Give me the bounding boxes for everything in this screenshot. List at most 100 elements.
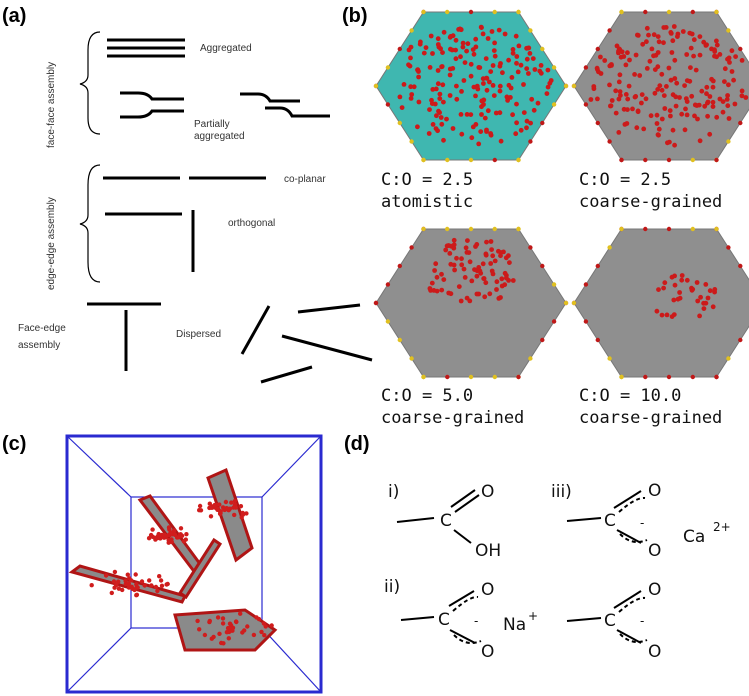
face-face-brace	[79, 31, 101, 135]
edge-group	[468, 226, 474, 232]
oxygen-atom	[613, 110, 619, 116]
oxygen-atom	[429, 280, 435, 286]
oxygen-atom	[232, 498, 238, 504]
oxygen-atom	[630, 106, 635, 112]
oxygen-atom	[429, 101, 435, 106]
oxygen-atom	[666, 65, 672, 71]
oxygen-atom	[635, 109, 641, 115]
oxygen-iii-c: O	[648, 580, 661, 600]
oxygen-atom	[430, 87, 436, 92]
edge-group	[409, 28, 414, 33]
oxygen-atom	[491, 93, 497, 98]
oxygen-atom	[644, 66, 650, 71]
edge-group	[619, 157, 624, 163]
oxygen-atom	[230, 626, 235, 632]
oxygen-atom	[481, 102, 486, 107]
oxygen-atom	[238, 611, 243, 616]
oxygen-atom	[178, 526, 184, 531]
flake-hexagon	[375, 228, 567, 378]
oxygen-atom	[176, 535, 181, 540]
oxygen-atom	[454, 255, 459, 261]
oxygen-atom	[464, 112, 470, 117]
edge-group	[690, 9, 695, 15]
oxygen-atom	[485, 108, 491, 114]
edge-group	[607, 245, 612, 250]
oxygen-atom	[263, 624, 268, 629]
oxygen-atom	[479, 98, 485, 104]
oxygen-atom	[608, 62, 614, 68]
oxygen-atom	[103, 573, 109, 578]
oxygen-atom	[441, 137, 446, 143]
oxygen-iii-b: O	[648, 541, 661, 561]
oxygen-atom	[672, 57, 678, 63]
oxygen-atom	[712, 287, 718, 292]
oxygen-atom	[646, 32, 651, 38]
oxygen-atom	[476, 141, 482, 147]
flake-4-model: coarse-grained	[579, 408, 722, 428]
oxygen-atom	[202, 632, 208, 638]
oxygen-atom	[437, 96, 443, 101]
oxygen-atom	[459, 89, 464, 94]
oxygen-atom	[632, 72, 637, 77]
edge-group	[563, 300, 569, 306]
oxygen-atom	[498, 138, 504, 144]
oxygen-atom	[622, 122, 628, 127]
oxygen-atom	[126, 585, 132, 590]
edge-group	[619, 226, 624, 232]
flake-2-model: coarse-grained	[579, 192, 722, 212]
panel-c: (c)	[2, 433, 323, 694]
oxygen-atom	[401, 82, 407, 87]
oxygen-atom	[679, 273, 685, 278]
oxygen-atom	[524, 56, 530, 62]
oxygen-atom	[441, 29, 447, 35]
oxygen-atom	[454, 96, 460, 102]
oxygen-atom	[516, 43, 522, 49]
oxygen-atom	[714, 114, 720, 120]
oxygen-atom	[454, 83, 459, 89]
oxygen-atom	[477, 268, 483, 274]
oxygen-atom	[447, 251, 453, 256]
graphene-sheet	[173, 608, 278, 652]
bond	[453, 529, 472, 544]
oxygen-atom	[468, 112, 474, 117]
edge-group	[373, 83, 379, 89]
oxygen-atom	[437, 91, 443, 97]
oxygen-atom	[150, 527, 155, 532]
oxygen-atom	[515, 69, 521, 75]
oxygen-atom	[725, 93, 730, 98]
oxygen-atom	[670, 38, 676, 44]
oxygen-atom	[635, 32, 640, 38]
oxygen-atom	[474, 83, 480, 89]
graphene-sheet	[177, 537, 223, 600]
oxygen-atom	[689, 93, 695, 99]
oxygen-atom	[518, 62, 524, 68]
oxygen-atom	[451, 237, 457, 243]
oxygen-atom	[672, 273, 677, 279]
panel-d: (d) i) C O OH iii) C O - O Ca 2+ ii) C O…	[344, 433, 731, 662]
oxygen-atom	[702, 103, 708, 109]
edge-group	[595, 263, 600, 269]
oxygen-atom	[591, 86, 597, 92]
oxygen-atom	[602, 58, 608, 63]
oxygen-atom	[662, 106, 668, 111]
oxygen-atom	[223, 499, 229, 505]
edge-group	[563, 83, 569, 89]
oxygen-atom	[406, 62, 411, 68]
oxygen-atom	[689, 31, 695, 37]
oxygen-atom	[726, 116, 732, 121]
oxygen-atom	[712, 49, 718, 54]
oxygen-atom	[497, 88, 503, 94]
edge-group	[583, 319, 589, 324]
oxygen-atom	[435, 81, 441, 87]
oxygen-atom	[453, 37, 459, 43]
oxygen-atom	[437, 110, 442, 115]
oxygen-atom	[514, 54, 520, 59]
edge-group	[445, 374, 450, 380]
edge-group	[421, 226, 426, 232]
oxygen-atom	[668, 30, 674, 35]
simulation-box	[65, 434, 323, 694]
oxygen-atom	[616, 79, 622, 85]
oxygen-atom	[707, 288, 713, 294]
oxygen-atom	[513, 131, 519, 137]
oxygen-atom	[468, 61, 474, 67]
